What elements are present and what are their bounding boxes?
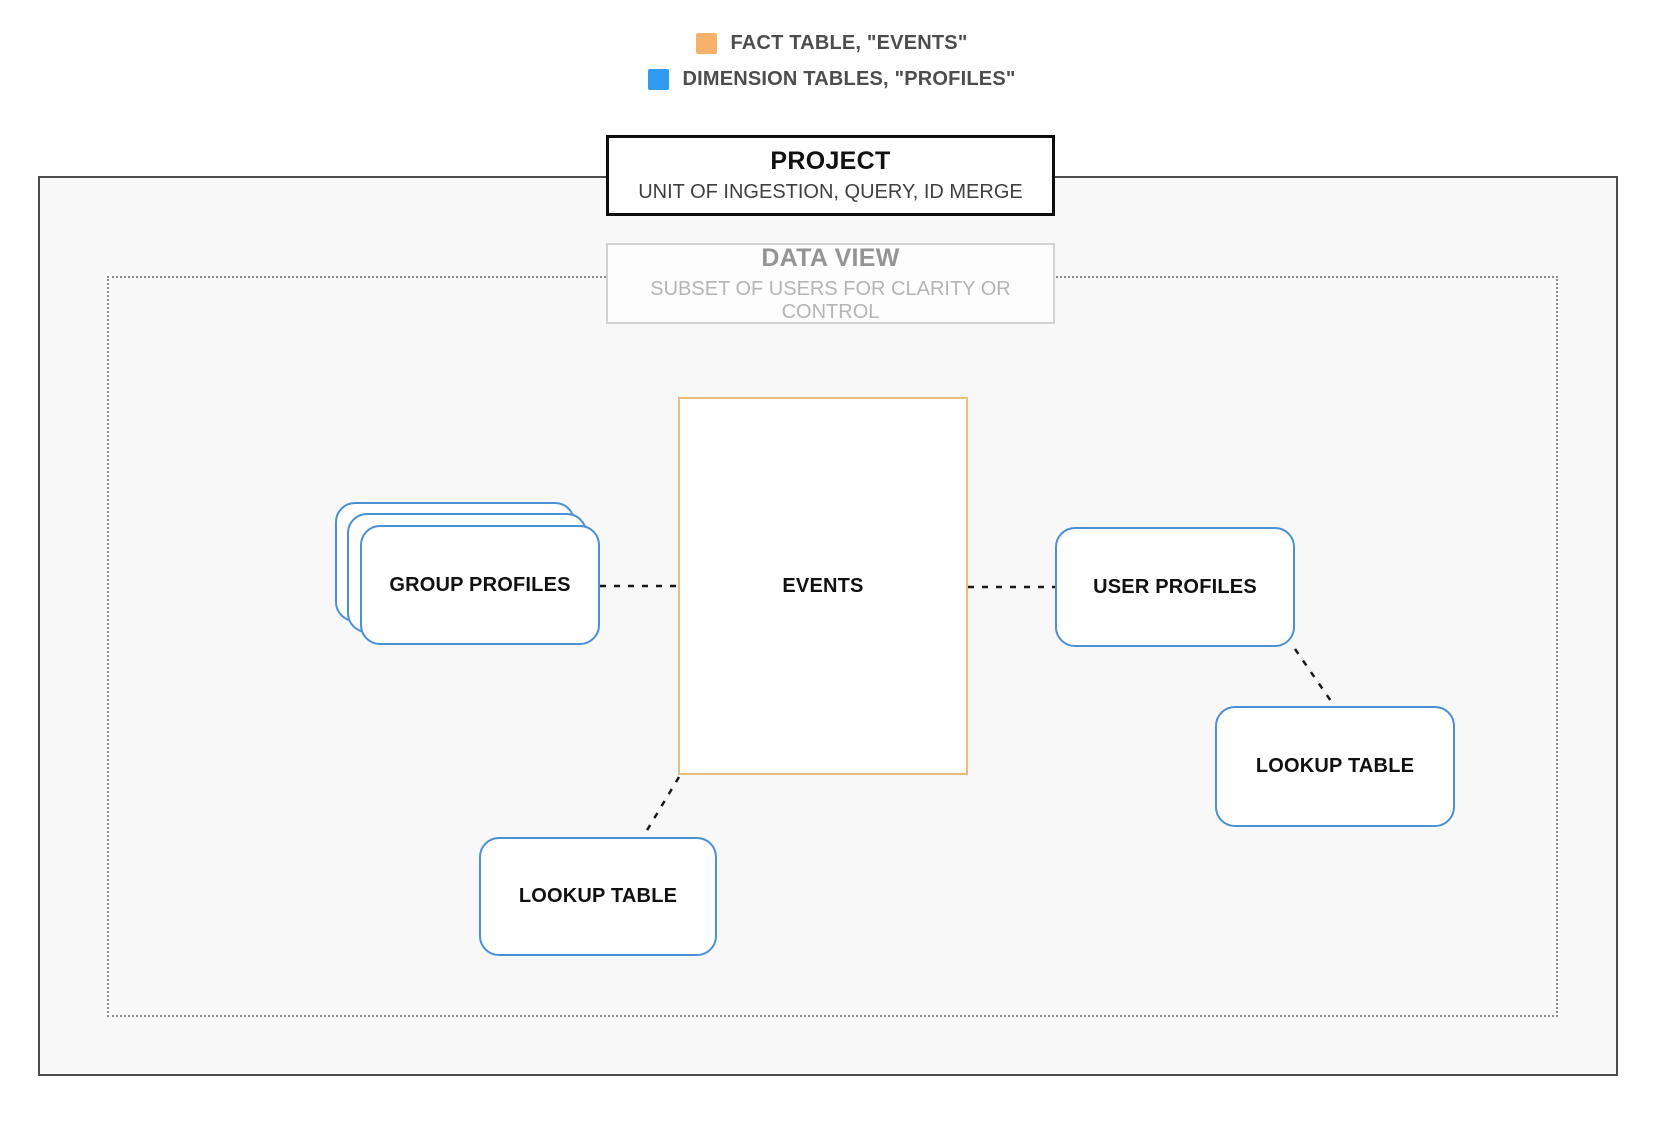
data-view-title-box: DATA VIEW SUBSET OF USERS FOR CLARITY OR… bbox=[606, 243, 1055, 324]
data-view-title: DATA VIEW bbox=[761, 243, 900, 272]
node-user-profiles: USER PROFILES bbox=[1055, 527, 1295, 647]
dimension-tables-swatch-icon bbox=[648, 69, 670, 90]
node-group-profiles-label: GROUP PROFILES bbox=[389, 573, 571, 596]
project-subtitle: UNIT OF INGESTION, QUERY, ID MERGE bbox=[638, 181, 1023, 203]
node-lookup-table-right-label: LOOKUP TABLE bbox=[1255, 755, 1415, 777]
node-user-profiles-label: USER PROFILES bbox=[1093, 575, 1257, 598]
project-title: PROJECT bbox=[770, 147, 891, 175]
node-events-label: EVENTS bbox=[782, 574, 864, 597]
node-lookup-table-bottom: LOOKUP TABLE bbox=[479, 837, 717, 956]
legend-item-dimension-tables: DIMENSION TABLES, "PROFILES" bbox=[648, 68, 1015, 91]
legend-label-fact-table: FACT TABLE, "EVENTS" bbox=[730, 32, 968, 54]
data-view-subtitle: SUBSET OF USERS FOR CLARITY OR CONTROL bbox=[650, 277, 1011, 323]
node-events: EVENTS bbox=[678, 397, 968, 775]
fact-table-swatch-icon bbox=[696, 33, 718, 54]
legend: FACT TABLE, "EVENTS" DIMENSION TABLES, "… bbox=[0, 32, 1664, 91]
legend-item-fact-table: FACT TABLE, "EVENTS" bbox=[696, 32, 967, 55]
legend-label-dimension-tables: DIMENSION TABLES, "PROFILES" bbox=[682, 68, 1016, 90]
project-title-box: PROJECT UNIT OF INGESTION, QUERY, ID MER… bbox=[606, 135, 1055, 216]
node-lookup-table-bottom-label: LOOKUP TABLE bbox=[518, 885, 678, 907]
node-lookup-table-right: LOOKUP TABLE bbox=[1215, 706, 1455, 827]
node-group-profiles: GROUP PROFILES bbox=[360, 525, 600, 645]
